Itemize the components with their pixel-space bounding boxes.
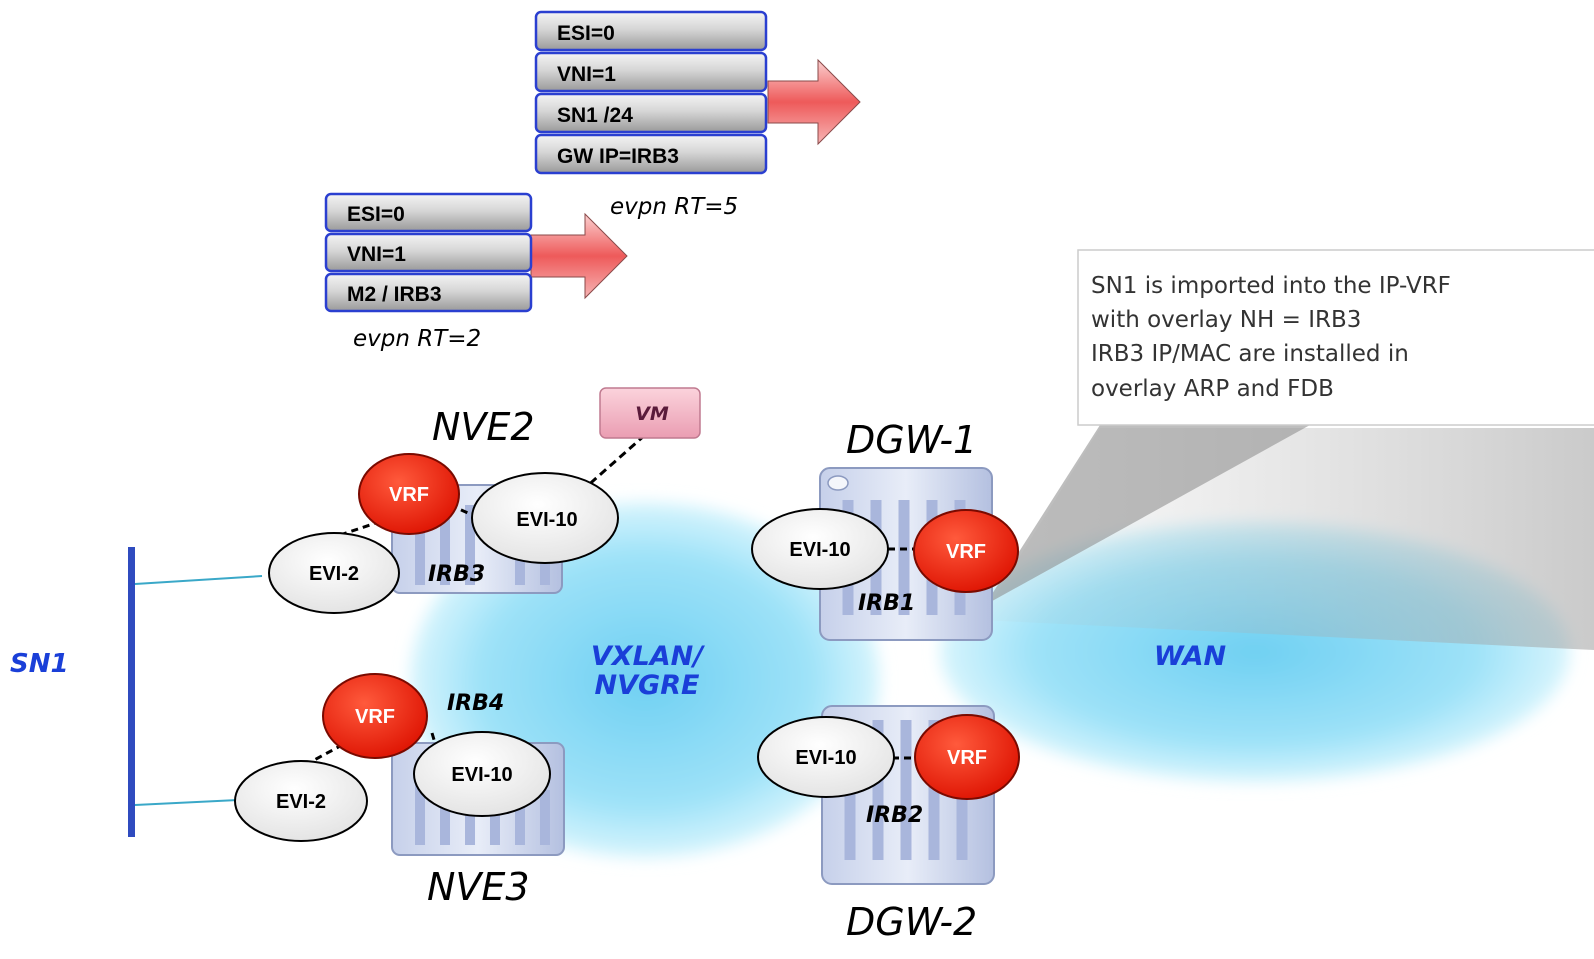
nve3-vrf: VRF (322, 673, 428, 759)
callout-line-1: SN1 is imported into the IP-VRF (1091, 273, 1451, 299)
route-type2-label: evpn RT=2 (353, 326, 481, 352)
callout-line-2: with overlay NH = IRB3 (1091, 307, 1361, 333)
nve3-evi-local-label: EVI-2 (276, 791, 326, 813)
route-type5-field-3: SN1 /24 (557, 104, 633, 127)
dgw2-irb: IRB2 (866, 803, 923, 828)
nve2-vrf: VRF (358, 453, 460, 535)
route-type5-field-2: VNI=1 (557, 63, 616, 86)
overlay-cloud-label-line2: NVGRE (595, 670, 700, 701)
nve3: EVI-2 VRF EVI-10 IRB4 NVE3 (234, 673, 565, 909)
overlay-cloud-label-line1: VXLAN/ (591, 641, 705, 672)
dgw2-evi-label: EVI-10 (795, 747, 856, 769)
route-type5-label: evpn RT=5 (610, 194, 738, 220)
nve2-evi-local: EVI-2 (268, 532, 400, 614)
route-type5-field: ESI=0 (534, 10, 768, 52)
nve3-name: NVE3 (427, 865, 530, 909)
callout-line-3: IRB3 IP/MAC are installed in (1091, 341, 1409, 367)
nve2-name: NVE2 (432, 405, 535, 449)
dgw1-irb: IRB1 (858, 591, 915, 616)
segment-label: SN1 (10, 649, 69, 679)
nve2-evi-local-label: EVI-2 (309, 563, 359, 585)
dgw2-name: DGW-2 (846, 900, 977, 944)
vm-label: VM (635, 403, 669, 425)
nve2: NVE2 EVI-2 VRF EVI-10 IRB3 (268, 405, 619, 614)
route-type2-field-3: M2 / IRB3 (347, 283, 442, 306)
route-type2: ESI=0 VNI=1 M2 / IRB3 evpn RT=2 (324, 192, 628, 352)
route-type5-field-4: GW IP=IRB3 (557, 145, 679, 168)
nve2-vrf-label: VRF (389, 484, 429, 506)
wan-cloud-label: WAN (1154, 641, 1227, 672)
route-type5-field: VNI=1 (534, 51, 768, 93)
nve2-evi-overlay: EVI-10 (471, 472, 619, 564)
route-type2-field: M2 / IRB3 (324, 272, 533, 313)
nve2-irb: IRB3 (428, 562, 485, 587)
route-type2-field-2: VNI=1 (347, 243, 406, 266)
nve3-evi-local: EVI-2 (234, 760, 368, 842)
dgw1-vrf: VRF (913, 509, 1019, 593)
dgw1-evi-label: EVI-10 (789, 539, 850, 561)
dgw1-vrf-label: VRF (946, 541, 986, 563)
callout-line-4: overlay ARP and FDB (1091, 376, 1334, 402)
dgw1-name: DGW-1 (846, 418, 977, 462)
route-type5-arrow (767, 58, 861, 146)
route-type5-field-1: ESI=0 (557, 22, 615, 45)
nve3-evi-overlay: EVI-10 (413, 731, 551, 817)
route-type2-field: VNI=1 (324, 232, 533, 273)
dgw2: EVI-10 VRF IRB2 DGW-2 (757, 705, 1020, 944)
route-type5-field: SN1 /24 (534, 92, 768, 134)
segment-sn1: SN1 (10, 547, 263, 837)
dgw2-vrf: VRF (914, 714, 1020, 800)
route-type2-field: ESI=0 (324, 192, 533, 233)
nve3-evi-overlay-label: EVI-10 (451, 764, 512, 786)
route-type5-field: GW IP=IRB3 (534, 133, 768, 175)
nve3-irb: IRB4 (447, 691, 504, 716)
route-type2-arrow (530, 212, 628, 300)
nve3-vrf-label: VRF (355, 706, 395, 728)
dgw2-evi: EVI-10 (757, 716, 895, 798)
dgw1: DGW-1 EVI-10 VRF IRB1 (751, 418, 1019, 641)
dgw2-vrf-label: VRF (947, 747, 987, 769)
nve2-evi-overlay-label: EVI-10 (516, 509, 577, 531)
route-type5: ESI=0 VNI=1 SN1 /24 GW IP=IRB3 evpn RT=5 (534, 10, 861, 220)
dgw1-evi: EVI-10 (751, 508, 889, 590)
vm-node: VM (584, 387, 701, 490)
route-type2-field-1: ESI=0 (347, 203, 405, 226)
callout: SN1 is imported into the IP-VRF with ove… (980, 249, 1594, 650)
